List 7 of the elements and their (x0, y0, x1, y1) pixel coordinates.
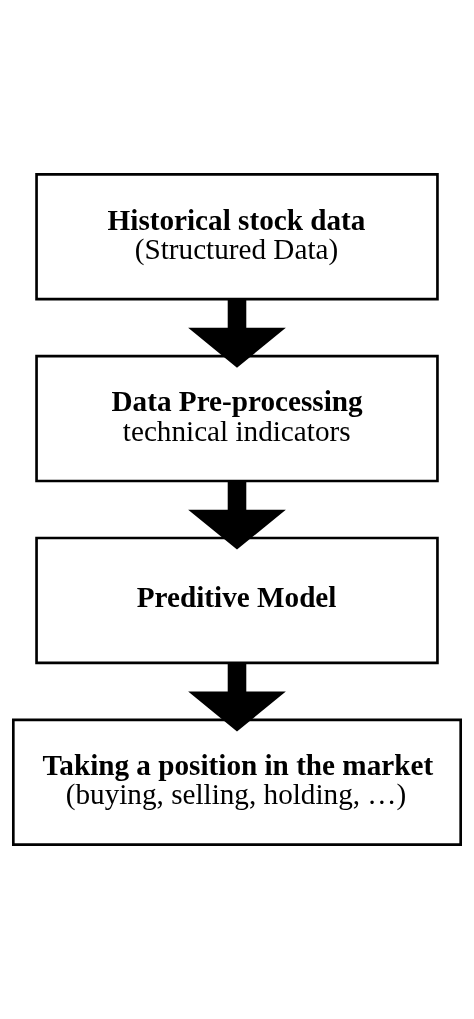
node-box: Taking a position in the market (buying, selling, holding, …) (12, 718, 462, 846)
arrow (188, 299, 286, 368)
node-box: Historical stock data (Structured Data) (35, 173, 439, 301)
node-box: Data Pre-processing technical indicators (35, 354, 439, 483)
arrow (188, 481, 286, 550)
node-box: Preditive Model (35, 536, 439, 665)
arrow (188, 662, 286, 732)
